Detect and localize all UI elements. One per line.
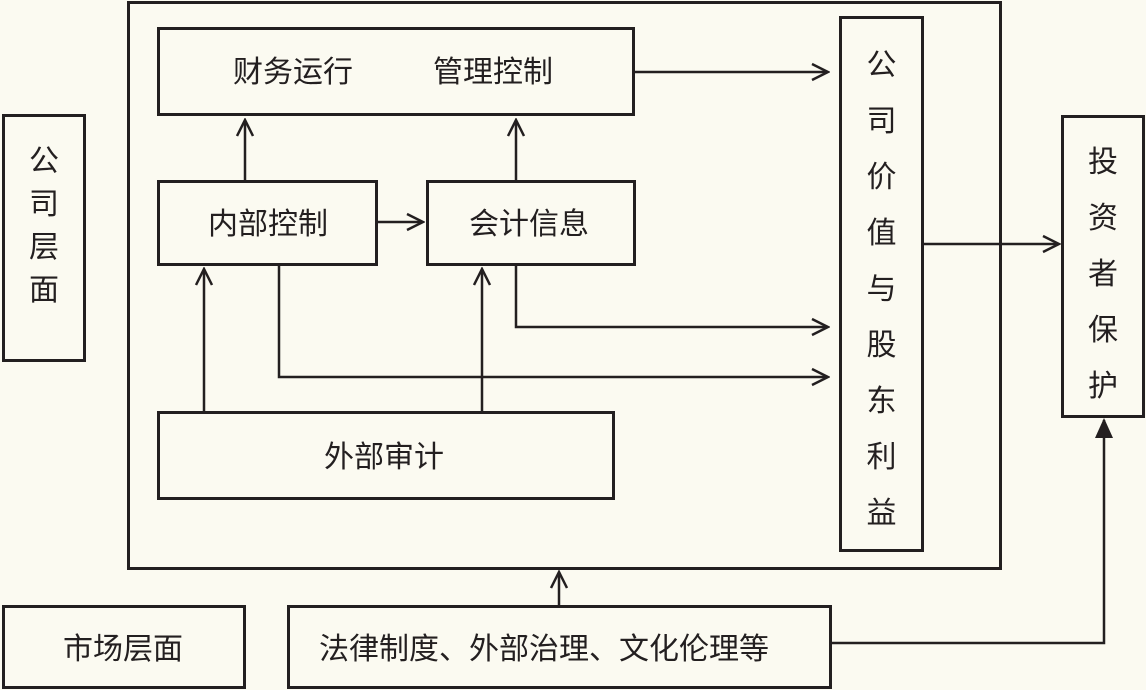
vertical-char: 价 (866, 160, 897, 195)
company-level-box: 公司层面 (2, 114, 86, 362)
vertical-char: 投 (1088, 145, 1118, 180)
legal-system-box: 法律制度、外部治理、文化伦理等 (287, 605, 832, 689)
company-level-label: 公司层面 (5, 147, 83, 306)
company-value-label: 公司价值与股东利益 (842, 51, 921, 529)
vertical-char: 资 (1088, 201, 1118, 236)
vertical-char: 者 (1088, 257, 1118, 292)
external-audit-box: 外部审计 (157, 411, 615, 500)
vertical-char: 护 (1088, 369, 1118, 404)
external-audit-label: 外部审计 (324, 440, 444, 475)
vertical-char: 层 (29, 230, 59, 265)
finance-management-box: 财务运行 管理控制 (157, 27, 635, 116)
market-level-label: 市场层面 (63, 632, 183, 667)
internal-control-box: 内部控制 (157, 180, 378, 266)
vertical-char: 东 (866, 384, 897, 419)
vertical-char: 司 (29, 187, 59, 222)
vertical-char: 公 (29, 144, 59, 179)
investor-protection-label: 投资者保护 (1064, 148, 1142, 402)
internal-control-label: 内部控制 (208, 207, 328, 242)
legal-system-label: 法律制度、外部治理、文化伦理等 (319, 632, 769, 667)
vertical-char: 值 (866, 216, 897, 251)
vertical-char: 司 (866, 104, 897, 139)
arrow-accounting-to-value (514, 266, 828, 327)
vertical-char: 利 (866, 440, 897, 475)
accounting-info-box: 会计信息 (426, 180, 636, 266)
finance-ops-label: 财务运行 (233, 55, 353, 90)
arrow-legal-to-investor (832, 418, 1113, 645)
mgmt-control-label: 管理控制 (433, 55, 553, 90)
vertical-char: 保 (1088, 313, 1118, 348)
market-level-box: 市场层面 (2, 605, 246, 689)
vertical-char: 公 (866, 48, 897, 83)
accounting-info-label: 会计信息 (469, 207, 589, 242)
vertical-char: 面 (29, 273, 59, 308)
vertical-char: 股 (866, 328, 897, 363)
vertical-char: 益 (866, 496, 897, 531)
vertical-char: 与 (866, 272, 897, 307)
company-frame (127, 1, 1002, 570)
arrow-internal-to-value (277, 266, 828, 377)
investor-protection-box: 投资者保护 (1061, 115, 1145, 418)
company-value-box: 公司价值与股东利益 (839, 16, 924, 552)
